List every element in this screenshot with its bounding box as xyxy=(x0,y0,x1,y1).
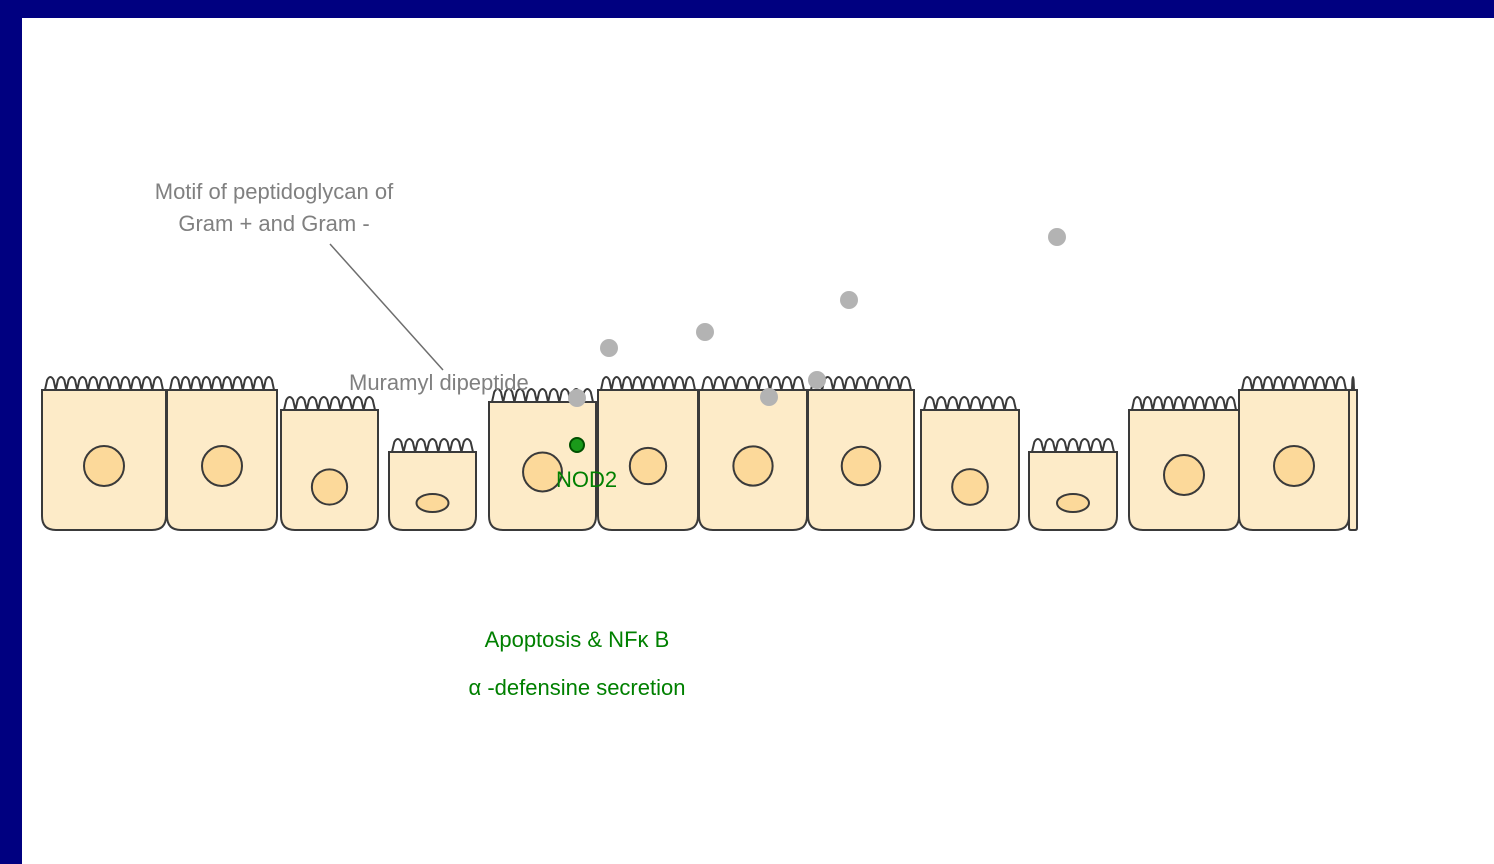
cell-nucleus xyxy=(202,446,242,486)
microvilli xyxy=(45,377,163,390)
epithelial-cell xyxy=(1129,397,1239,530)
microvilli xyxy=(702,377,804,390)
cell-nucleus xyxy=(84,446,124,486)
epithelial-cell xyxy=(1349,377,1357,530)
epithelial-cell xyxy=(281,397,378,530)
cell-nucleus xyxy=(842,447,881,486)
microvilli xyxy=(601,377,695,390)
microvilli xyxy=(1032,439,1114,452)
cell-body xyxy=(1349,390,1357,530)
cell-nucleus xyxy=(1057,494,1089,512)
muramyl-dipeptide-particles xyxy=(568,228,1066,407)
epithelial-cell xyxy=(1029,439,1117,530)
microvilli xyxy=(811,377,911,390)
epithelial-cell xyxy=(42,377,166,530)
apoptosis-label: Apoptosis & NFκ B xyxy=(485,627,670,652)
microvilli xyxy=(1242,377,1346,390)
cell-body xyxy=(389,452,476,530)
epithelial-cell xyxy=(1239,377,1349,530)
cell-nucleus xyxy=(630,448,666,484)
particle xyxy=(760,388,778,406)
epithelial-cell xyxy=(808,377,914,530)
muramyl-dipeptide-label: Muramyl dipeptide xyxy=(349,370,529,395)
epithelial-cell xyxy=(699,377,807,530)
motif-connector-line xyxy=(330,244,443,370)
nod2-label: NOD2 xyxy=(556,467,617,492)
cell-nucleus xyxy=(312,469,347,504)
cell-nucleus xyxy=(952,469,988,505)
nod2-receptor-dot xyxy=(570,438,584,452)
defensine-label: α -defensine secretion xyxy=(469,675,686,700)
particle xyxy=(600,339,618,357)
cell-body xyxy=(1029,452,1117,530)
particle xyxy=(1048,228,1066,246)
microvilli xyxy=(392,439,473,452)
cell-nucleus xyxy=(1164,455,1204,495)
motif-label-line1: Motif of peptidoglycan of xyxy=(155,179,394,204)
microvilli xyxy=(1132,397,1236,410)
epithelial-cell xyxy=(167,377,277,530)
microvilli xyxy=(284,397,375,410)
epithelial-layer xyxy=(42,377,1357,530)
cell-nucleus xyxy=(733,446,772,485)
microvilli xyxy=(170,377,274,390)
motif-label-line2: Gram + and Gram - xyxy=(178,211,369,236)
particle xyxy=(840,291,858,309)
microvilli xyxy=(924,397,1016,410)
epithelial-cell xyxy=(598,377,698,530)
microvilli xyxy=(1352,377,1354,390)
particle xyxy=(808,371,826,389)
cell-nucleus xyxy=(417,494,449,512)
particle xyxy=(696,323,714,341)
epithelial-cell xyxy=(489,389,596,530)
epithelial-cell xyxy=(389,439,476,530)
epithelial-cell xyxy=(921,397,1019,530)
particle xyxy=(568,389,586,407)
cell-nucleus xyxy=(1274,446,1314,486)
